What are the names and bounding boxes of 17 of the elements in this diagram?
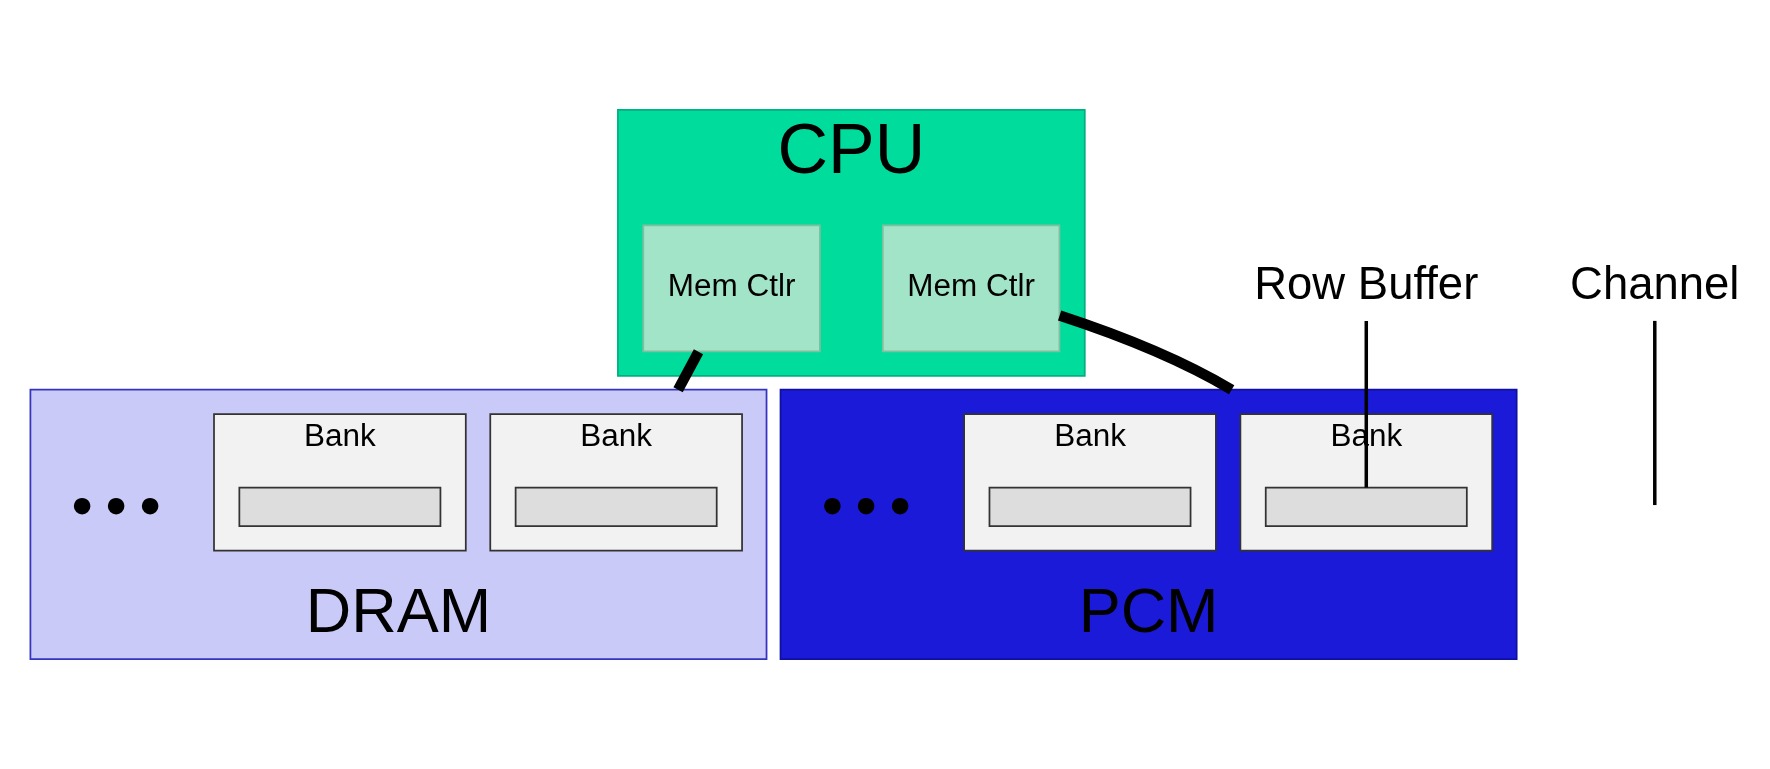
connector xyxy=(1057,310,1235,395)
node-box xyxy=(238,486,442,527)
node-box: Mem Ctlr xyxy=(642,224,821,353)
label: ● ● ● xyxy=(820,481,912,525)
node-box xyxy=(514,486,718,527)
node-text: Row Buffer xyxy=(1254,258,1479,310)
connector xyxy=(1653,320,1657,506)
node-box xyxy=(988,486,1192,527)
cluster: Bank xyxy=(963,413,1217,552)
label: ● ● ● xyxy=(70,481,162,525)
node-box: Mem Ctlr xyxy=(881,224,1061,353)
connector xyxy=(1364,320,1369,488)
cluster: Bank xyxy=(213,413,467,552)
node-text: Channel xyxy=(1570,258,1740,310)
node-box xyxy=(1264,486,1468,527)
cluster: Bank xyxy=(489,413,743,552)
connector xyxy=(673,349,704,393)
